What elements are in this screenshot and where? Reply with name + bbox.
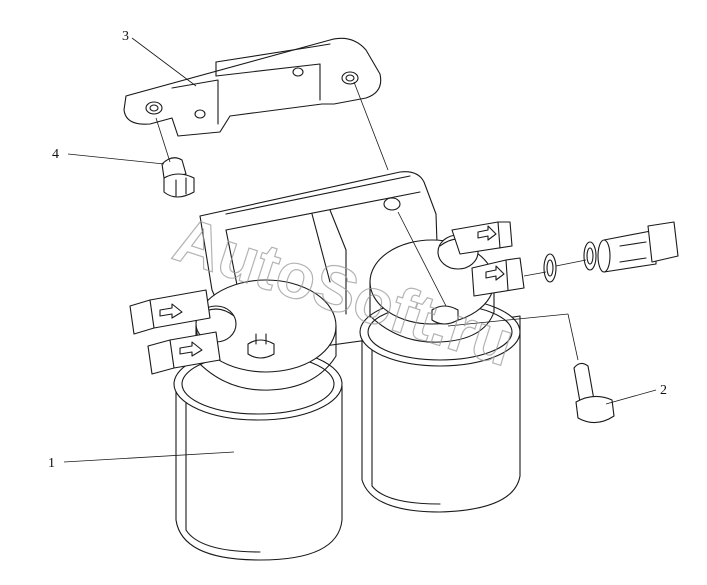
callout-1: 1	[48, 451, 235, 471]
bolt-2	[397, 211, 615, 424]
callout-4: 4	[52, 147, 165, 165]
mounting-bracket	[123, 37, 382, 137]
bolt-4	[155, 117, 195, 198]
filter-canister-left	[173, 279, 343, 561]
right-fittings	[451, 221, 525, 297]
callout-2: 2	[605, 383, 667, 405]
left-fittings	[129, 289, 221, 375]
callout-3: 3	[122, 29, 197, 87]
filter-canister-right	[359, 239, 521, 513]
washer-banjo-assembly	[523, 221, 679, 283]
callout-label-3: 3	[122, 29, 129, 44]
callout-label-2: 2	[660, 383, 667, 398]
callout-label-1: 1	[48, 456, 55, 471]
callout-label-4: 4	[52, 147, 59, 162]
head-bolts	[247, 305, 459, 359]
